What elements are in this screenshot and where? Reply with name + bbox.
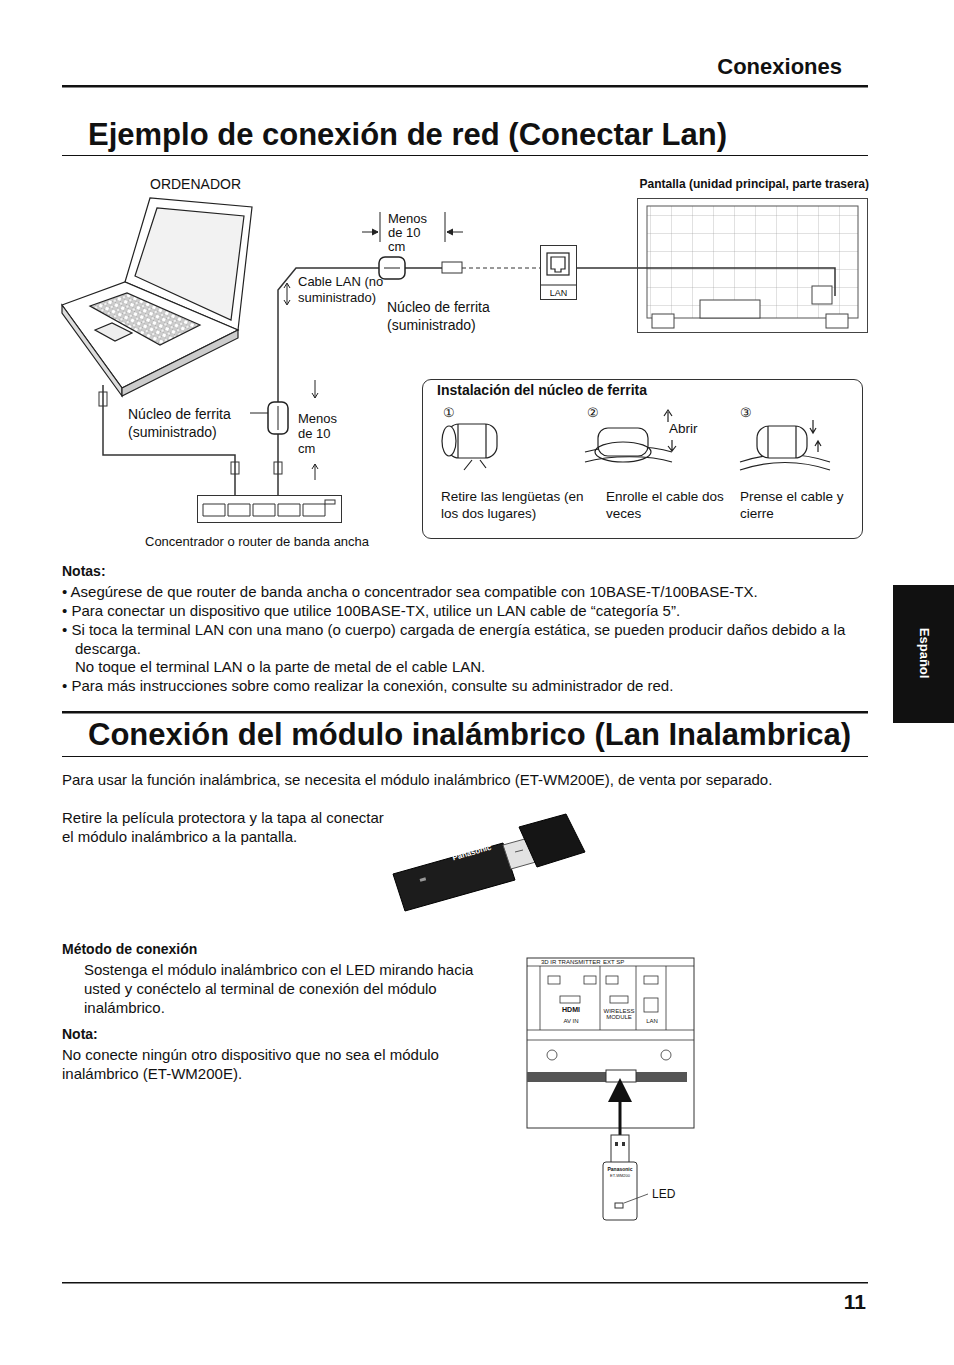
subheading: Método de conexión [62, 941, 362, 959]
dimension: Menos de 10 cm [388, 212, 436, 254]
lan-cable [577, 267, 637, 269]
note: • Asegúrese de que router de banda ancha… [62, 582, 870, 601]
section-title: Conexión del módulo inalámbrico (Lan Ina… [88, 716, 868, 753]
node-label: Pantalla (unidad principal, parte traser… [578, 177, 869, 192]
node-label: ORDENADOR [150, 176, 270, 194]
note: • Para más instrucciones sobre como real… [62, 676, 870, 695]
step-text: Retire las lengüetas (en los dos lugares… [441, 488, 591, 522]
port-label: WIRELESS MODULE [601, 1008, 637, 1020]
step-text: ③ [740, 405, 760, 421]
paragraph: Sostenga el módulo inalámbrico con el LE… [84, 960, 474, 1017]
note: • Para conectar un dispositivo que utili… [62, 601, 870, 620]
cable-label: Cable LAN (no suministrado) [298, 274, 386, 306]
paragraph: Para usar la función inalámbrica, se nec… [62, 770, 870, 789]
model-mark: ET-WM200 [604, 1173, 636, 1178]
node-label: Instalación del núcleo de ferrita [437, 382, 837, 400]
page-number: 11 [800, 1289, 866, 1315]
step-text: Prense el cable y cierre [740, 488, 855, 522]
note: No toque el terminal LAN o la parte de m… [75, 657, 870, 676]
step-text: Enrolle el cable dos veces [606, 488, 726, 522]
side-tab: Español [916, 603, 932, 703]
part-name: LED [652, 1187, 692, 1202]
lan-terminal: LAN [540, 245, 577, 300]
step-text: Abrir [669, 421, 719, 438]
computer: ORDENADOR [60, 195, 255, 385]
lan-cable [278, 268, 540, 495]
node-label: Concentrador o router de banda ancha [145, 534, 405, 550]
port-label: EXT SP [603, 959, 637, 966]
port-label: 3D IR TRANSMITTER [541, 959, 601, 966]
node-label: LAN [541, 288, 576, 298]
paragraph: Retire la película protectora y la tapa … [62, 808, 392, 846]
port-label: AV IN [556, 1018, 586, 1025]
step-text: ② [587, 405, 607, 421]
paragraph: No conecte ningún otro dispositivo que n… [62, 1045, 472, 1083]
dimension: Menos de 10 cm [298, 411, 346, 456]
port-label: LAN [640, 1018, 664, 1025]
section-title: Ejemplo de conexión de red (Conectar Lan… [88, 116, 868, 153]
display-rear: Pantalla (unidad principal, parte traser… [637, 198, 868, 333]
instruction-panel: Instalación del núcleo de ferrita ① Retire… [422, 379, 863, 539]
part-name: Núcleo de ferrita (suministrado) [128, 405, 250, 441]
header: Conexiones [560, 53, 842, 81]
notes-heading: Notas: [62, 563, 262, 581]
brand-mark: Panasonic [604, 1166, 636, 1172]
port-label: HDMI [556, 1006, 586, 1014]
note: • Si toca la terminal LAN con una mano (… [62, 620, 870, 658]
part-name: Núcleo de ferrita (suministrado) [387, 298, 502, 334]
subheading: Nota: [62, 1026, 262, 1044]
step-text: ① [443, 405, 463, 421]
router-box: Concentrador o router de banda ancha [197, 495, 342, 523]
